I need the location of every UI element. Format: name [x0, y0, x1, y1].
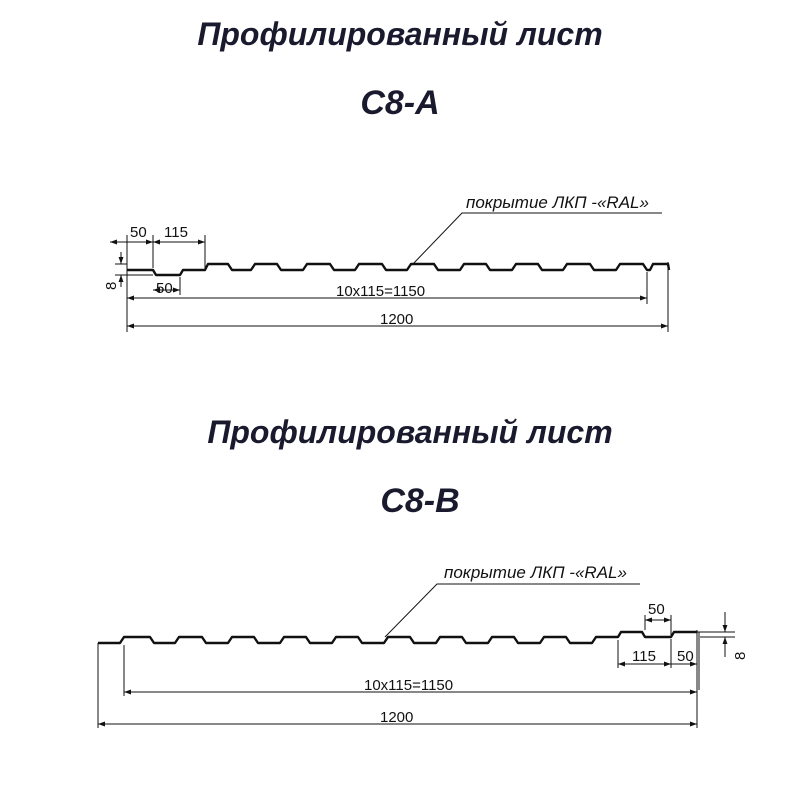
- profile-b-dim-top: 50: [648, 601, 665, 618]
- profile-a-dim-top-b: 115: [164, 224, 188, 241]
- profile-b-coating-label: покрытие ЛКП -«RAL»: [444, 563, 627, 582]
- profile-a-drawing: [110, 212, 671, 332]
- profile-b-dim-height: 8: [732, 652, 749, 660]
- profile-b-dimension-lines: [98, 583, 728, 727]
- profile-a-dim-top-a: 50: [130, 224, 147, 241]
- profile-a-coating-label: покрытие ЛКП -«RAL»: [466, 193, 649, 212]
- profile-b-model: С8-В: [380, 482, 460, 520]
- profile-a-sheet-outline: [127, 262, 671, 277]
- profile-b-dim-pitch: 10x115=1150: [364, 677, 453, 694]
- profile-a-model: С8-А: [360, 84, 440, 122]
- profile-b-dim-total: 1200: [380, 709, 413, 726]
- profile-b-sheet-outline: [98, 630, 697, 645]
- profile-b-title: Профилированный лист: [207, 414, 613, 450]
- profile-a-dim-height: 8: [103, 282, 120, 290]
- profile-b-dim-mid-b: 50: [677, 648, 694, 665]
- profile-a-dim-total: 1200: [380, 311, 413, 328]
- profile-a-dim-pitch: 10x115=1150: [336, 283, 425, 300]
- profile-b-drawing: [97, 583, 735, 728]
- profile-b-dim-mid-a: 115: [632, 648, 656, 665]
- profile-a-dimension-lines: [110, 212, 668, 329]
- profile-a-dim-small: 50: [156, 280, 173, 297]
- profile-a-title: Профилированный лист: [197, 16, 603, 52]
